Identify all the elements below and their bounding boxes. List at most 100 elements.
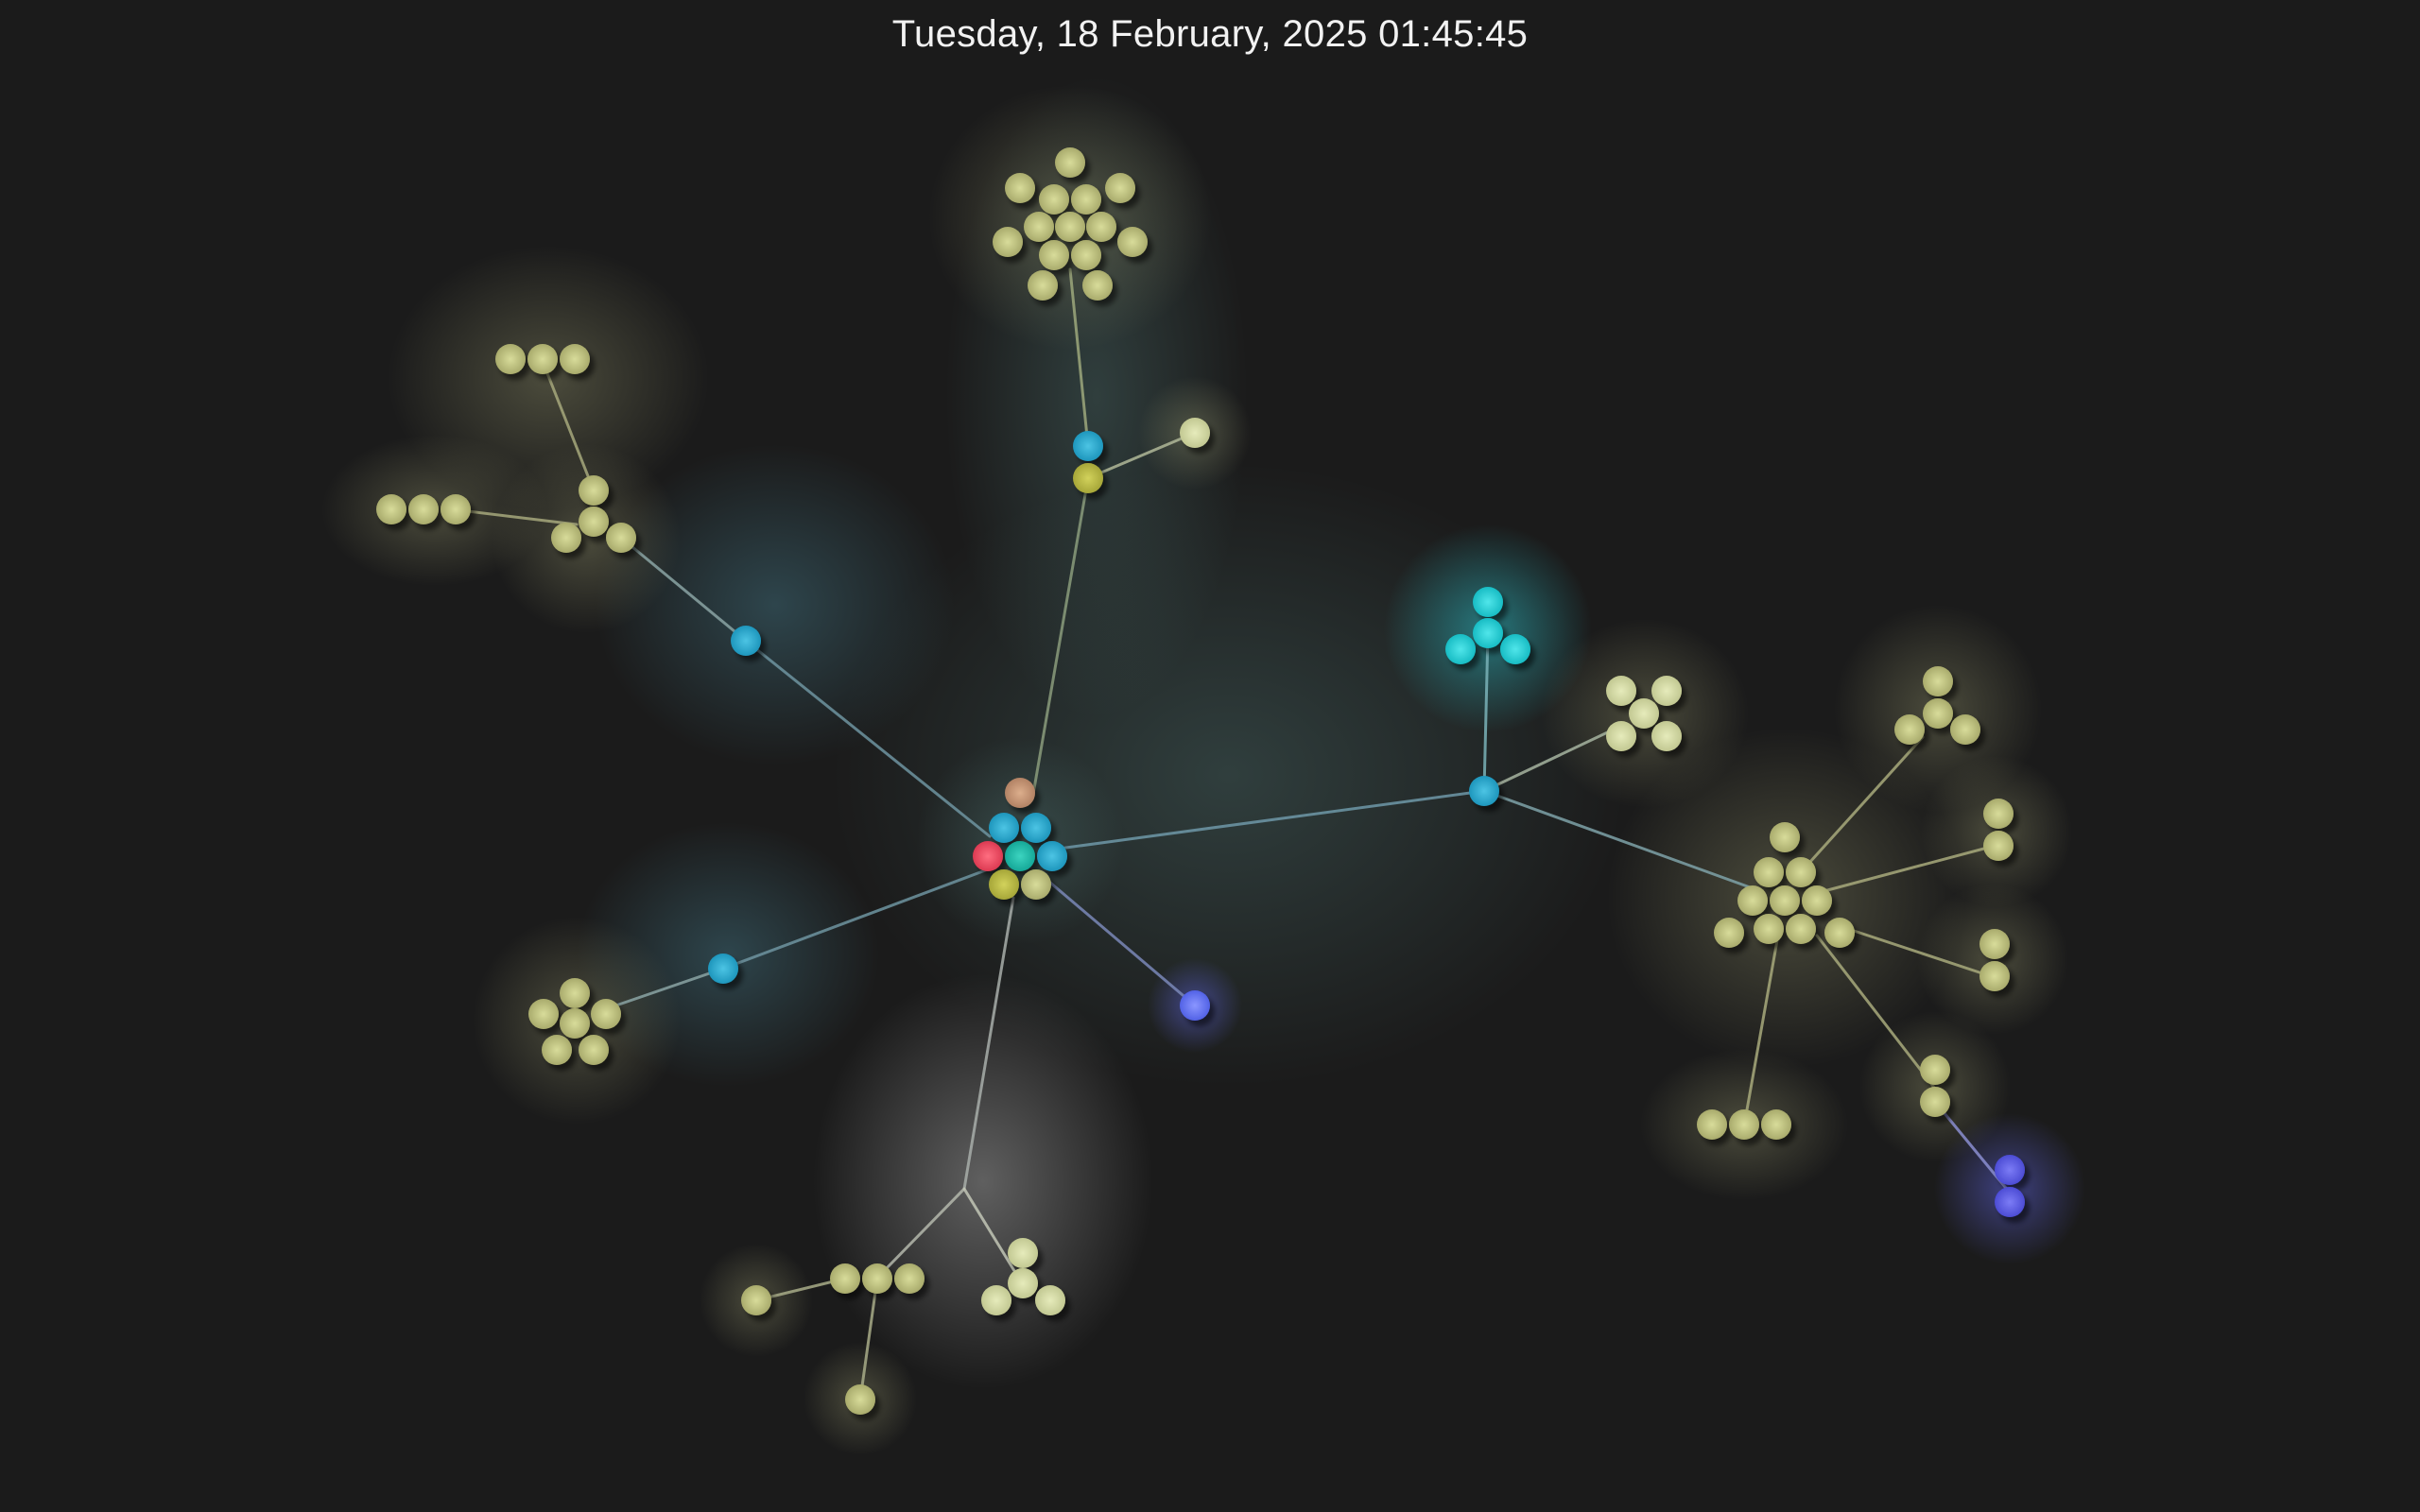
node-se-indigo-pair-1[interactable] bbox=[1995, 1155, 2025, 1185]
node-nw-row-left-3[interactable] bbox=[441, 494, 471, 524]
node-sw-cluster-3[interactable] bbox=[560, 1008, 590, 1039]
node-sw-cluster-5[interactable] bbox=[542, 1035, 572, 1065]
node-se-cluster-6[interactable] bbox=[1802, 885, 1832, 916]
node-top-cluster-6[interactable] bbox=[1024, 212, 1054, 242]
node-cyan-cluster-3[interactable] bbox=[1445, 634, 1476, 664]
node-hub-blue-3[interactable] bbox=[1037, 841, 1067, 871]
node-south-row-3[interactable] bbox=[894, 1263, 925, 1294]
glow-halo bbox=[1917, 884, 2068, 1035]
node-se-pair-3-1[interactable] bbox=[1920, 1055, 1950, 1085]
node-top-cluster-14[interactable] bbox=[1082, 270, 1113, 301]
node-hub-khaki[interactable] bbox=[1021, 869, 1051, 900]
node-se-cluster-1[interactable] bbox=[1770, 822, 1800, 852]
node-top-cluster-10[interactable] bbox=[1117, 227, 1148, 257]
node-top-cluster-11[interactable] bbox=[1039, 240, 1069, 270]
node-se-pair-1-1[interactable] bbox=[1983, 799, 2014, 829]
node-nw-row-left-2[interactable] bbox=[408, 494, 439, 524]
node-south-single-left-1[interactable] bbox=[741, 1285, 771, 1315]
node-top-cluster-13[interactable] bbox=[1028, 270, 1058, 301]
edge-south-junction-to-south-row bbox=[882, 1187, 966, 1273]
node-cyan-cluster-2[interactable] bbox=[1473, 618, 1503, 648]
node-sw-cluster-4[interactable] bbox=[591, 999, 621, 1029]
node-sw-cluster-2[interactable] bbox=[528, 999, 559, 1029]
node-se-pair-3-2[interactable] bbox=[1920, 1087, 1950, 1117]
edge-se-cluster-to-se-row-bottom bbox=[1744, 938, 1779, 1117]
node-nw-relay-1[interactable] bbox=[731, 626, 761, 656]
node-sw-relay-1[interactable] bbox=[708, 954, 738, 984]
node-south-row-2[interactable] bbox=[862, 1263, 892, 1294]
node-east-light-cluster-1[interactable] bbox=[1606, 676, 1636, 706]
node-se-pair-2-2[interactable] bbox=[1979, 961, 2010, 991]
node-top-cluster-2[interactable] bbox=[1005, 173, 1035, 203]
node-se-triad-top-2[interactable] bbox=[1923, 698, 1953, 729]
node-se-cluster-3[interactable] bbox=[1786, 857, 1816, 887]
node-hub-teal[interactable] bbox=[1005, 841, 1035, 871]
node-se-indigo-pair-2[interactable] bbox=[1995, 1187, 2025, 1217]
node-hub-olive[interactable] bbox=[989, 869, 1019, 900]
node-top-cluster-9[interactable] bbox=[993, 227, 1023, 257]
node-south-triad-2[interactable] bbox=[1008, 1268, 1038, 1298]
node-se-triad-top-4[interactable] bbox=[1950, 714, 1980, 745]
node-cyan-cluster-4[interactable] bbox=[1500, 634, 1530, 664]
node-nw-cluster-1[interactable] bbox=[579, 475, 609, 506]
node-top-cluster-7[interactable] bbox=[1055, 212, 1085, 242]
node-se-triad-top-3[interactable] bbox=[1894, 714, 1925, 745]
timestamp-title: Tuesday, 18 February, 2025 01:45:45 bbox=[891, 13, 1529, 55]
node-nw-row-upper-3[interactable] bbox=[560, 344, 590, 374]
node-top-cluster-5[interactable] bbox=[1071, 184, 1101, 215]
node-cyan-cluster-1[interactable] bbox=[1473, 587, 1503, 617]
node-se-pair-1-2[interactable] bbox=[1983, 831, 2014, 861]
node-top-cluster-4[interactable] bbox=[1039, 184, 1069, 215]
node-top-cluster-12[interactable] bbox=[1071, 240, 1101, 270]
node-se-cluster-8[interactable] bbox=[1786, 914, 1816, 944]
edge-hub-to-sw-relay bbox=[721, 868, 990, 971]
node-top-cluster-3[interactable] bbox=[1105, 173, 1135, 203]
node-east-light-cluster-5[interactable] bbox=[1651, 721, 1682, 751]
node-violet-node-1[interactable] bbox=[1180, 990, 1210, 1021]
node-se-pair-2-1[interactable] bbox=[1979, 929, 2010, 959]
node-se-cluster-2[interactable] bbox=[1754, 857, 1784, 887]
node-se-row-bottom-3[interactable] bbox=[1761, 1109, 1791, 1140]
node-south-single-bottom-1[interactable] bbox=[845, 1384, 875, 1415]
node-nw-row-upper-2[interactable] bbox=[527, 344, 558, 374]
node-top-light-node-1[interactable] bbox=[1180, 418, 1210, 448]
edge-hub-to-east-relay bbox=[1050, 789, 1486, 851]
node-se-cluster-10[interactable] bbox=[1824, 918, 1855, 948]
node-east-light-cluster-4[interactable] bbox=[1606, 721, 1636, 751]
node-nw-row-left-1[interactable] bbox=[376, 494, 406, 524]
node-top-cluster-1[interactable] bbox=[1055, 147, 1085, 178]
node-sw-cluster-6[interactable] bbox=[579, 1035, 609, 1065]
node-south-triad-1[interactable] bbox=[1008, 1238, 1038, 1268]
edge-south-row-to-south-single-left bbox=[754, 1277, 847, 1302]
node-hub-blue-1[interactable] bbox=[989, 813, 1019, 843]
edge-nw-cluster-to-nw-row-left bbox=[466, 509, 579, 526]
node-hub-tan[interactable] bbox=[1005, 778, 1035, 808]
edge-se-cluster-to-se-pair-3 bbox=[1815, 934, 1937, 1091]
node-hub-blue-2[interactable] bbox=[1021, 813, 1051, 843]
node-se-row-bottom-2[interactable] bbox=[1729, 1109, 1759, 1140]
node-layer bbox=[376, 147, 2025, 1415]
node-east-relay-1[interactable] bbox=[1469, 776, 1499, 806]
node-se-cluster-9[interactable] bbox=[1714, 918, 1744, 948]
node-south-row-1[interactable] bbox=[830, 1263, 860, 1294]
node-top-link-olive-1[interactable] bbox=[1073, 463, 1103, 493]
node-nw-row-upper-1[interactable] bbox=[495, 344, 526, 374]
glow-halo bbox=[813, 973, 1153, 1389]
node-sw-cluster-1[interactable] bbox=[560, 978, 590, 1008]
node-nw-cluster-3[interactable] bbox=[551, 523, 581, 553]
node-hub-red[interactable] bbox=[973, 841, 1003, 871]
node-se-cluster-5[interactable] bbox=[1770, 885, 1800, 916]
node-east-light-cluster-2[interactable] bbox=[1651, 676, 1682, 706]
node-nw-cluster-4[interactable] bbox=[606, 523, 636, 553]
node-top-link-blue-1[interactable] bbox=[1073, 431, 1103, 461]
node-south-triad-4[interactable] bbox=[1035, 1285, 1065, 1315]
node-nw-cluster-2[interactable] bbox=[579, 507, 609, 537]
edge-hub-to-top-link-olive bbox=[1030, 476, 1090, 801]
node-se-row-bottom-1[interactable] bbox=[1697, 1109, 1727, 1140]
node-se-cluster-4[interactable] bbox=[1737, 885, 1768, 916]
node-east-light-cluster-3[interactable] bbox=[1629, 698, 1659, 729]
node-se-cluster-7[interactable] bbox=[1754, 914, 1784, 944]
node-south-triad-3[interactable] bbox=[981, 1285, 1011, 1315]
node-top-cluster-8[interactable] bbox=[1086, 212, 1116, 242]
node-se-triad-top-1[interactable] bbox=[1923, 666, 1953, 696]
